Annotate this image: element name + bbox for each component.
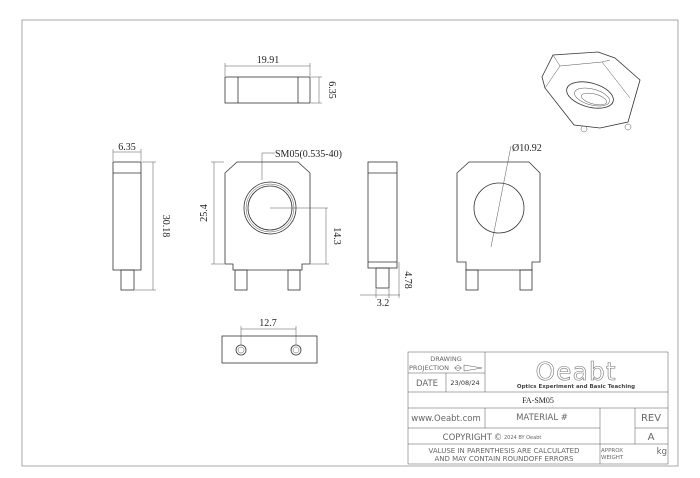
dim-bore-diameter: Ø10.92: [512, 143, 542, 154]
dim-front-height: 25.4: [199, 204, 210, 222]
part-number: FA-SM05: [522, 396, 554, 405]
bottom-view: 12.7: [221, 318, 318, 364]
weight-unit: kg: [657, 447, 667, 457]
drawing-label: DRAWING: [430, 355, 462, 363]
website: www.Oeabt.com: [411, 414, 481, 424]
approx-label: APPROX: [601, 448, 623, 454]
note-line-1: VALUSE IN PARENTHESIS ARE CALCULATED: [429, 447, 580, 455]
copyright-label: COPYRIGHT: [443, 433, 493, 443]
right-side-view: 3.2 4.78: [360, 161, 413, 309]
weight-label: WEIGHT: [601, 455, 624, 461]
dim-top-thickness: 6.35: [326, 81, 337, 99]
date-value: 23/08/24: [450, 379, 479, 387]
projection-symbol-icon: [454, 364, 483, 372]
rev-label: REV: [641, 413, 661, 424]
dim-center-height: 14.3: [331, 227, 342, 245]
copyright-detail: 2024 BY Oeabt: [504, 435, 541, 441]
back-view: Ø10.92: [456, 143, 542, 291]
date-label: DATE: [416, 379, 438, 389]
note-line-2: AND MAY CONTAIN ROUNDOFF ERRORS: [435, 455, 575, 463]
isometric-view: [541, 51, 641, 133]
company-logo: Oeabt Optics Experiment and Basic Teachi…: [517, 357, 635, 390]
top-view: 19.91 6.35: [224, 55, 337, 104]
dim-pin-length: 4.78: [402, 271, 413, 289]
left-side-view: 6.35 30.18: [112, 142, 171, 291]
logo-tagline: Optics Experiment and Basic Teaching: [517, 384, 635, 390]
dim-side-thickness: 6.35: [118, 142, 136, 153]
copyright: COPYRIGHT © 2024 BY Oeabt: [443, 433, 542, 443]
material-label: MATERIAL #: [516, 413, 568, 423]
front-view: 25.4 14.3 SM05(0.535-40): [199, 149, 342, 291]
dim-pin-spacing: 12.7: [259, 318, 277, 329]
dim-pin-width: 3.2: [377, 298, 390, 309]
copyright-symbol: ©: [494, 433, 503, 443]
dim-top-width: 19.91: [257, 55, 280, 66]
rev-value: A: [648, 432, 655, 443]
logo-text: Oeabt: [535, 357, 616, 386]
projection-label: PROJECTION: [409, 364, 449, 372]
dim-side-height: 30.18: [160, 215, 171, 238]
thread-callout: SM05(0.535-40): [275, 149, 342, 160]
title-block: DRAWING PROJECTION DATE 23/08/24 Oeabt O…: [407, 351, 669, 465]
drawing-border: [21, 19, 679, 467]
